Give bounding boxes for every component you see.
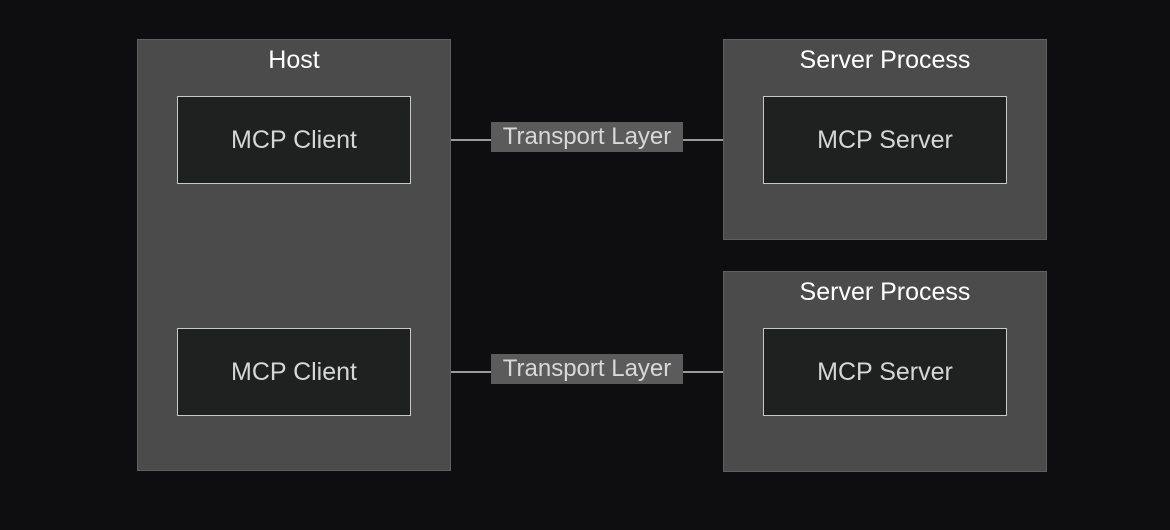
mcp-server-node-1: MCP Server: [763, 96, 1007, 184]
server-process-title-1: Server Process: [799, 46, 971, 74]
mcp-client-node-2: MCP Client: [177, 328, 411, 416]
transport-layer-label-1: Transport Layer: [491, 122, 683, 152]
transport-layer-label-2: Transport Layer: [491, 354, 683, 384]
mcp-server-node-2: MCP Server: [763, 328, 1007, 416]
server-process-title-2: Server Process: [799, 278, 971, 306]
host-title: Host: [268, 46, 320, 74]
mcp-client-node-1: MCP Client: [177, 96, 411, 184]
